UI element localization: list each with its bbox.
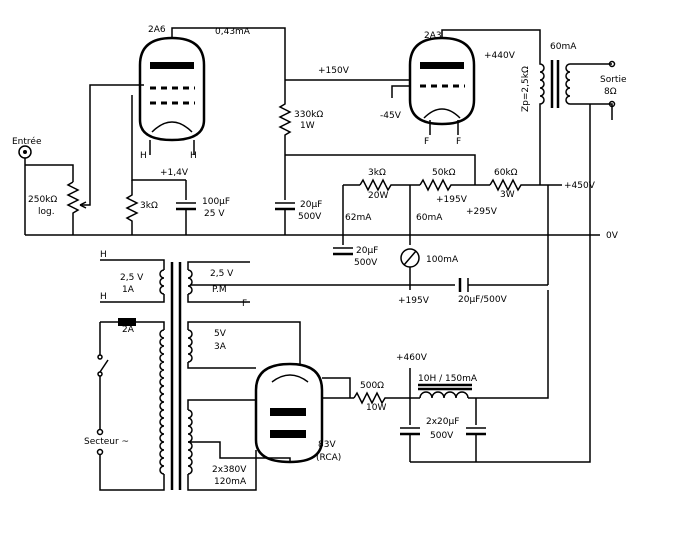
r-plate-watt: 1W [300,121,315,131]
heater-f1: F [424,137,429,147]
v-295: +295V [466,207,498,217]
r-dec2-value: 50kΩ [432,168,456,178]
ground-label: 0V [606,231,619,241]
tr-pm: P.M [212,285,227,295]
v-460: +460V [396,353,428,363]
choke [419,391,469,399]
r-cathode-value: 3kΩ [140,201,158,211]
mains-switch[interactable] [99,359,109,373]
tube-83v [254,362,324,464]
out-label: Sortie [600,75,627,85]
heater-h1: H [140,151,147,161]
c-filter-value: 20μF [356,246,378,256]
pot-type: log. [38,207,55,217]
c-filter-voltage: 500V [354,258,378,268]
c-double-value: 2x20μF [426,417,459,427]
tube-2a3 [408,36,476,126]
input-label: Entrée [12,136,42,147]
heater-h-in2: H [100,292,107,302]
pot-value: 250kΩ [28,195,57,205]
r-dec1-watt: 20W [368,191,388,201]
v2-current: 60mA [550,42,577,52]
tube-83v-label: 83V [318,440,336,450]
i-62: 62mA [345,213,372,223]
tr-1a: 1A [122,285,135,295]
zp-label: Zp=2,5kΩ [521,66,531,112]
v1-plate-current: 0,43mA [215,27,251,37]
c-double-voltage: 500V [430,431,454,441]
tr-25v-b: 2,5 V [210,269,234,279]
r-dec3-watt: 3W [500,190,515,200]
tr-25v: 2,5 V [120,273,144,283]
mains-terminal-2 [96,448,104,456]
mains-terminal-1 [96,428,104,436]
r-500 [353,391,392,405]
meter-value: 100mA [426,255,459,265]
tube-2a3-label: 2A3 [424,31,442,41]
fuse [118,318,136,326]
c-coupling-voltage: 500V [298,212,322,222]
tr-hv-current: 120mA [214,477,247,487]
c-bias-value: 20μF/500V [458,295,508,305]
v-195b: +195V [398,296,430,306]
r-dec3-value: 60kΩ [494,168,518,178]
r-500-watt: 10W [366,403,386,413]
r-dec2 [419,178,460,192]
r-dec3 [489,178,528,192]
i-60: 60mA [416,213,443,223]
heater-f-out: F [242,299,247,309]
tube-2a6-label: 2A6 [148,25,166,35]
mains-label: Secteur ~ [84,437,129,447]
r-500-value: 500Ω [360,381,384,391]
choke-value: 10H / 150mA [418,374,478,384]
fuse-value: 2A [122,325,135,335]
v1-cathode-voltage: +1,4V [160,168,189,178]
heater-f2: F [456,137,461,147]
heater-h-in: H [100,250,107,260]
r-cathode-v1 [125,180,139,235]
v2-plate-voltage: +440V [484,51,516,61]
r-plate-v1 [278,80,292,155]
v-195a: +195V [436,195,468,205]
r-plate-value: 330kΩ [294,110,323,120]
tube-2a6 [138,36,206,142]
r-dec1-value: 3kΩ [368,168,386,178]
r-dec1 [359,178,398,192]
tr-hv: 2x380V [212,465,247,475]
out-impedance: 8Ω [604,87,617,97]
bplus-150: +150V [318,66,350,76]
input-pot [66,181,80,228]
c-coupling-value: 20μF [300,200,322,210]
tube-83v-brand: (RCA) [316,453,341,463]
v-450: +450V [564,181,596,191]
tr-5v: 5V [214,329,227,339]
c-cathode-value: 100μF [202,197,230,207]
v2-grid-bias: -45V [380,111,402,121]
tr-3a: 3A [214,342,227,352]
c-cathode-voltage: 25 V [204,209,225,219]
heater-h2: H [190,151,197,161]
